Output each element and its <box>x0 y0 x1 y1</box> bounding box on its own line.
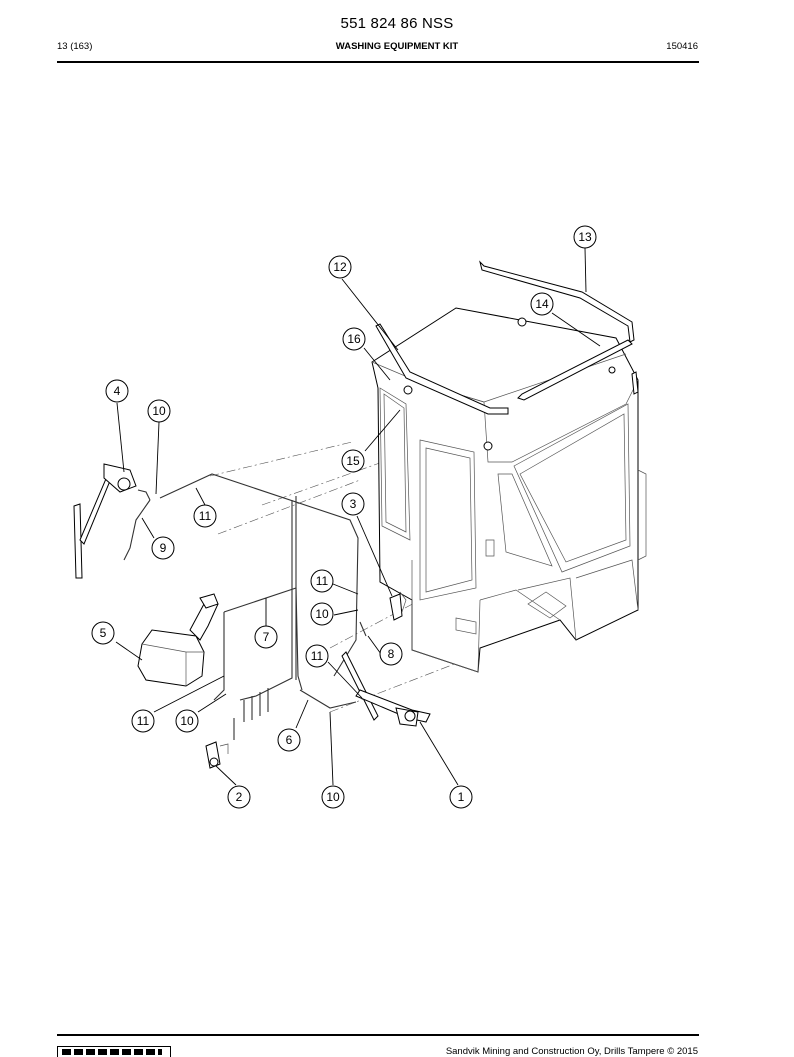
svg-text:3: 3 <box>350 497 357 511</box>
svg-text:10: 10 <box>180 714 194 728</box>
callout-4: 4 <box>105 379 129 403</box>
date-code: 150416 <box>666 41 698 52</box>
document-part-number: 551 824 86 NSS <box>340 15 454 32</box>
svg-text:11: 11 <box>137 714 150 728</box>
header-rule <box>57 61 699 63</box>
svg-text:15: 15 <box>346 454 360 468</box>
right-wiper <box>341 651 431 727</box>
svg-text:12: 12 <box>333 260 347 274</box>
leader-lines <box>115 247 601 786</box>
svg-text:9: 9 <box>160 541 167 555</box>
callout-15: 15 <box>341 449 365 473</box>
callout-10-left: 10 <box>175 709 199 733</box>
svg-text:1: 1 <box>458 790 465 804</box>
svg-text:10: 10 <box>152 404 166 418</box>
callout-11-lower: 11 <box>305 644 329 668</box>
callout-6: 6 <box>277 728 301 752</box>
callout-14: 14 <box>530 292 554 316</box>
callout-9: 9 <box>151 536 175 560</box>
hose-routing-left <box>123 473 367 740</box>
callout-2: 2 <box>227 785 251 809</box>
callout-10-middle: 10 <box>310 602 334 626</box>
callout-12: 12 <box>328 255 352 279</box>
callout-7: 7 <box>254 625 278 649</box>
svg-text:13: 13 <box>578 230 592 244</box>
svg-text:8: 8 <box>388 647 395 661</box>
svg-text:16: 16 <box>347 332 361 346</box>
footer-rule <box>57 1034 699 1036</box>
cabin-outline <box>371 307 647 673</box>
svg-text:7: 7 <box>263 630 270 644</box>
callout-11-middle: 11 <box>310 569 334 593</box>
callout-10-top: 10 <box>147 399 171 423</box>
svg-text:11: 11 <box>199 509 212 523</box>
callout-11-upper: 11 <box>193 504 217 528</box>
svg-text:14: 14 <box>535 297 549 311</box>
washer-tank <box>137 593 219 687</box>
callout-1: 1 <box>449 785 473 809</box>
washer-nozzle <box>389 591 407 621</box>
page-number: 13 (163) <box>57 41 93 52</box>
callout-5: 5 <box>91 621 115 645</box>
svg-text:5: 5 <box>100 626 107 640</box>
callout-8: 8 <box>379 642 403 666</box>
washer-pump <box>205 741 229 769</box>
svg-text:10: 10 <box>315 607 329 621</box>
callout-16: 16 <box>342 327 366 351</box>
svg-text:11: 11 <box>311 649 324 663</box>
svg-text:4: 4 <box>114 384 121 398</box>
footer-copyright: Sandvik Mining and Construction Oy, Dril… <box>445 1046 698 1057</box>
svg-text:11: 11 <box>316 574 329 588</box>
page-title: WASHING EQUIPMENT KIT <box>335 41 459 52</box>
left-wiper <box>73 463 137 579</box>
callout-13: 13 <box>573 225 597 249</box>
company-logo <box>57 1046 171 1057</box>
svg-text:10: 10 <box>326 790 340 804</box>
svg-text:2: 2 <box>236 790 243 804</box>
callout-3: 3 <box>341 492 365 516</box>
svg-text:6: 6 <box>286 733 293 747</box>
callout-11-left: 11 <box>131 709 155 733</box>
roof-seals <box>375 260 639 415</box>
callout-10-bottom: 10 <box>321 785 345 809</box>
